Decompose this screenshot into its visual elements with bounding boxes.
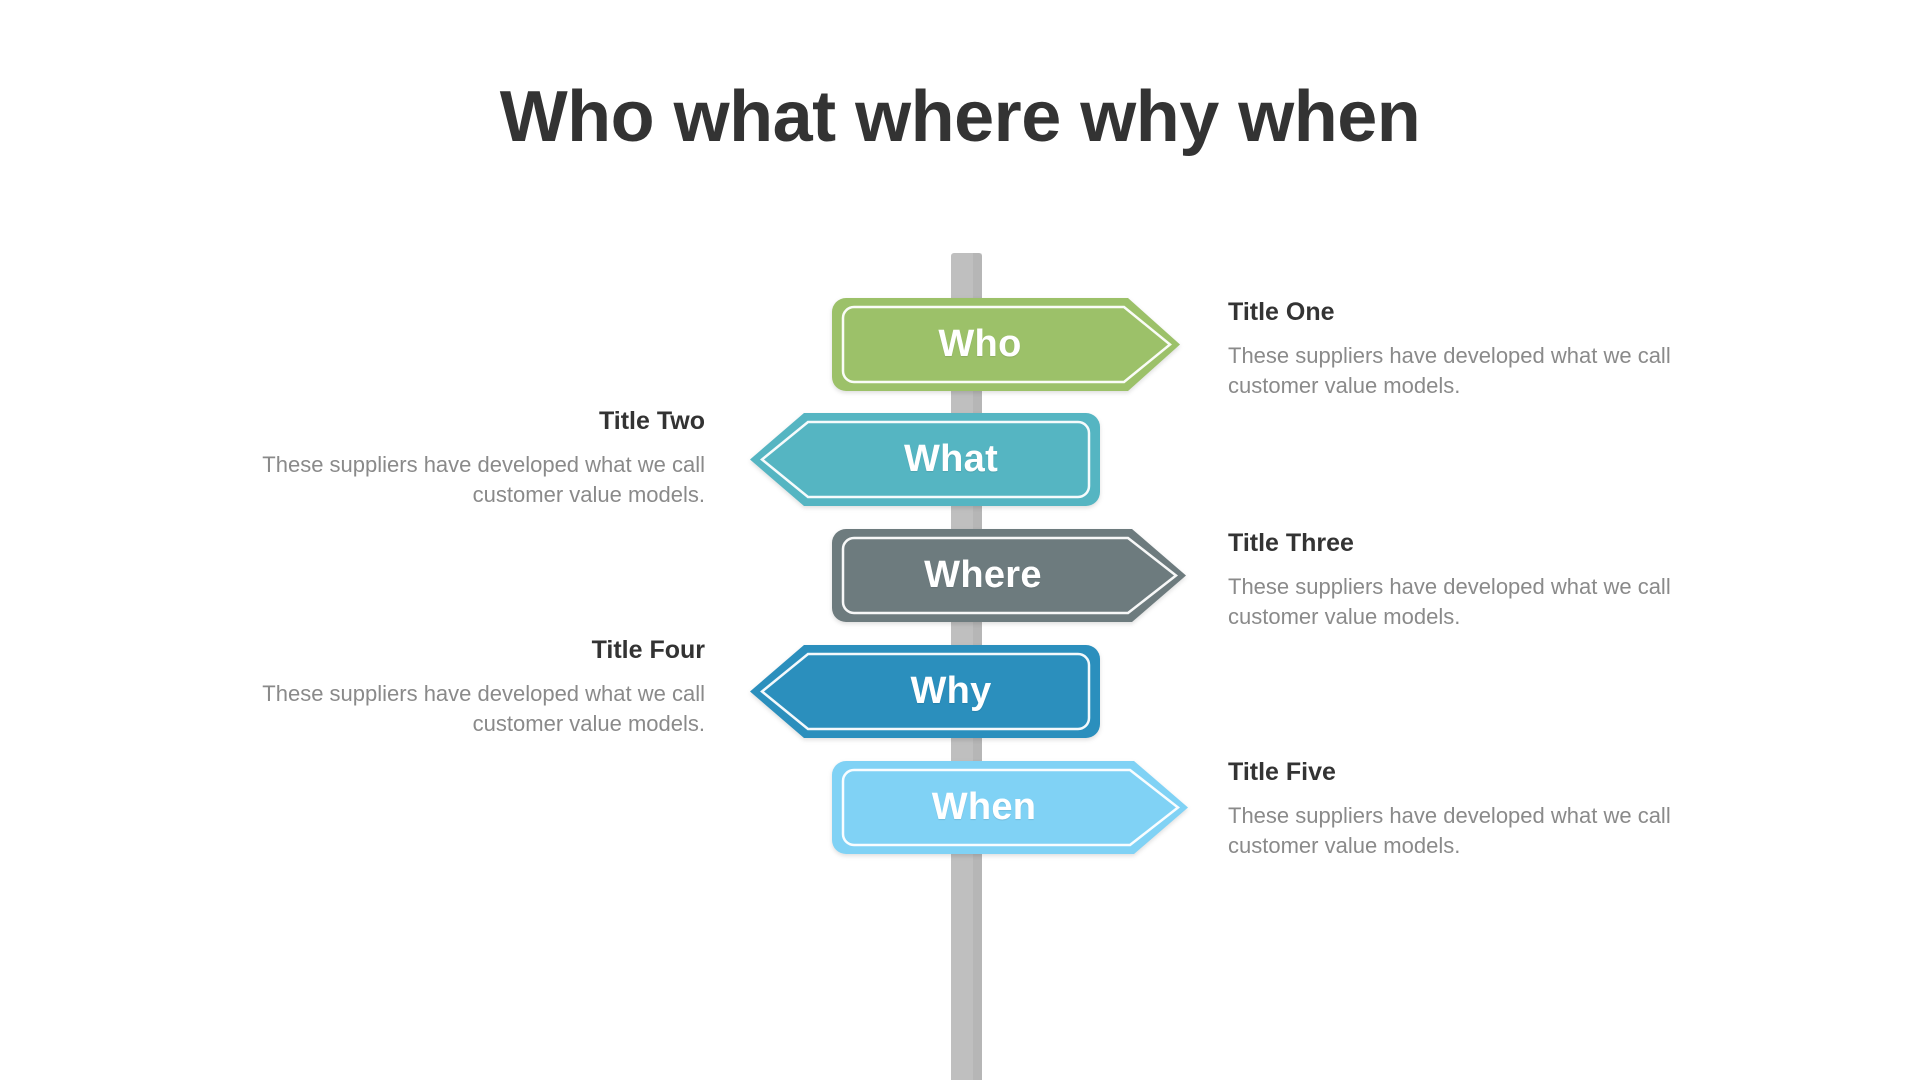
description-block-title-three: Title Three These suppliers have develop… (1228, 528, 1678, 631)
description-title-five-heading: Title Five (1228, 758, 1336, 786)
signpost-arrow-who-inner-outline (841, 305, 1172, 384)
description-title-one-body: These suppliers have developed what we c… (1228, 343, 1671, 398)
signpost-arrow-why-shape (750, 645, 1100, 738)
signpost-arrow-where[interactable]: Where (832, 529, 1186, 622)
signpost-arrow-what-shape (750, 413, 1100, 506)
description-title-four-body: These suppliers have developed what we c… (262, 681, 705, 736)
signpost-arrow-where-shape (832, 529, 1186, 622)
description-title-four-heading: Title Four (591, 636, 705, 664)
description-title-two-heading: Title Two (598, 407, 705, 435)
description-block-title-four: Title Four These suppliers have develope… (255, 635, 705, 738)
signpost-arrow-where-inner-outline (841, 536, 1179, 615)
description-block-title-five: Title Five These suppliers have develope… (1228, 757, 1678, 860)
description-title-five-body: These suppliers have developed what we c… (1228, 803, 1671, 858)
description-title-three-body: These suppliers have developed what we c… (1228, 574, 1671, 629)
page-title: Who what where why when (499, 77, 1421, 157)
signpost-arrow-what[interactable]: What (750, 413, 1100, 506)
description-block-title-one: Title One These suppliers have developed… (1228, 297, 1678, 400)
signpost-arrow-who[interactable]: Who (832, 298, 1180, 391)
description-block-title-two: Title Two These suppliers have developed… (255, 406, 705, 509)
description-title-three-heading: Title Three (1228, 529, 1354, 557)
signpost-arrow-when-inner-outline (841, 768, 1181, 847)
signpost-arrow-what-inner-outline (760, 420, 1091, 499)
description-title-one-heading: Title One (1228, 298, 1335, 326)
signpost-arrow-why-inner-outline (760, 652, 1091, 731)
signpost-arrow-when-shape (832, 761, 1188, 854)
signpost-arrow-when[interactable]: When (832, 761, 1188, 854)
signpost-arrow-who-shape (832, 298, 1180, 391)
description-title-two-body: These suppliers have developed what we c… (262, 452, 705, 507)
signpost-arrow-why[interactable]: Why (750, 645, 1100, 738)
